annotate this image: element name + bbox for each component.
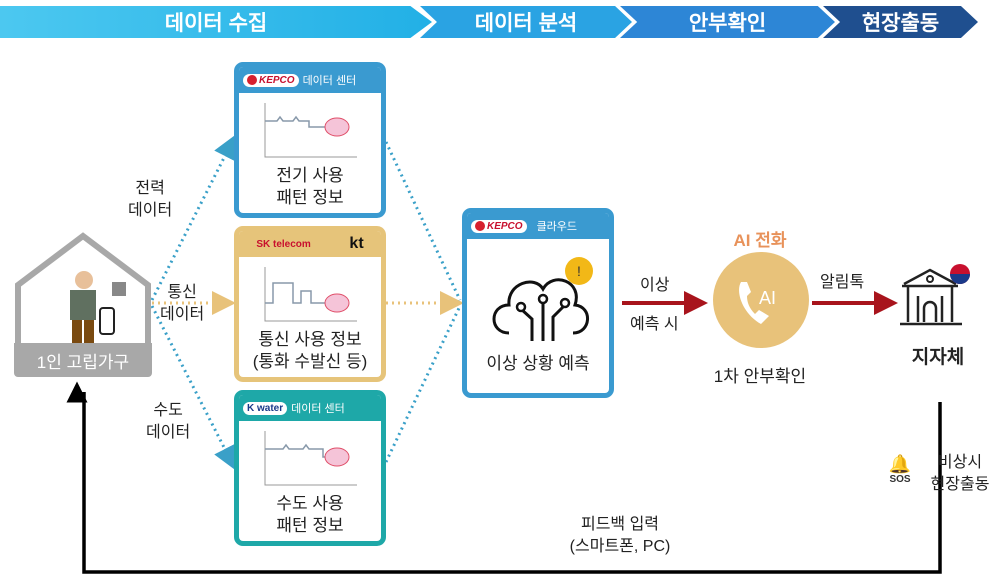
feedback-line	[66, 381, 942, 574]
sk-telecom-logo: SK telecom	[256, 238, 311, 250]
step-data-analysis: 데이터 분석	[420, 6, 632, 38]
ai-call-icon: AI	[713, 252, 809, 348]
water-data-label: 수도 데이터	[146, 402, 191, 441]
anomaly-label-top: 이상	[640, 277, 670, 294]
house-icon	[15, 232, 151, 361]
anomaly-label-bottom: 예측 시	[630, 316, 679, 333]
sos-text: SOS	[889, 474, 911, 485]
kepco-logo: KEPCO	[243, 73, 299, 87]
step-label: 안부확인	[688, 12, 767, 35]
alert-bubble	[565, 257, 593, 285]
smartphone-icon	[99, 307, 115, 335]
ai-call-heading: AI 전화	[733, 231, 787, 250]
kepco-logo: KEPCO	[471, 219, 527, 233]
sos-bell-icon: 🔔 SOS	[878, 454, 922, 485]
card-header: 데이터 센터	[291, 403, 345, 415]
step-label: 현장출동	[861, 12, 940, 35]
water-usage-chart	[264, 431, 357, 486]
telecom-data-card: SK telecom kt 통신 사용 정보(통화 수발신 등)	[234, 226, 386, 382]
household: 1인 고립가구	[14, 230, 152, 380]
alert-mark: !	[577, 263, 581, 279]
power-to-cloud-line	[384, 141, 462, 301]
step-label: 데이터 수집	[164, 12, 268, 35]
feedback-label: 피드백 입력(스마트폰, PC)	[569, 516, 671, 555]
telecom-card-title: 통신 사용 정보(통화 수발신 등)	[252, 330, 368, 371]
government-building-icon	[900, 264, 970, 326]
card-header: 데이터 센터	[302, 75, 357, 87]
telecom-usage-chart	[264, 267, 357, 322]
ai-call-caption: 1차 안부확인	[713, 367, 807, 386]
power-usage-chart	[264, 103, 357, 158]
household-label: 1인 고립가구	[14, 343, 152, 377]
meter-icon	[112, 282, 126, 296]
cloud-card: KEPCO 클라우드 ! 이상 상황 예측	[462, 208, 614, 398]
kwater-logo: K water	[243, 401, 288, 415]
cloud-card-title: 이상 상황 예측	[486, 354, 590, 373]
elderly-person-icon	[70, 271, 96, 350]
alimtalk-label: 알림톡	[820, 274, 865, 291]
step-label: 데이터 분석	[474, 12, 578, 35]
ai-cloud-icon: !	[492, 257, 593, 341]
step-field-dispatch: 현장출동	[823, 6, 978, 38]
phone-icon	[739, 282, 769, 324]
kt-logo: kt	[349, 235, 364, 252]
step-safety-check: 안부확인	[620, 6, 835, 38]
step-data-collection: 데이터 수집	[0, 6, 432, 38]
card-header: 클라우드	[536, 221, 578, 233]
ai-badge: AI	[759, 288, 777, 308]
telecom-data-label: 통신 데이터	[160, 284, 205, 323]
gov-label: 지자체	[911, 347, 965, 368]
power-data-label: 전력 데이터	[128, 180, 173, 219]
water-to-cloud-line	[384, 305, 462, 463]
